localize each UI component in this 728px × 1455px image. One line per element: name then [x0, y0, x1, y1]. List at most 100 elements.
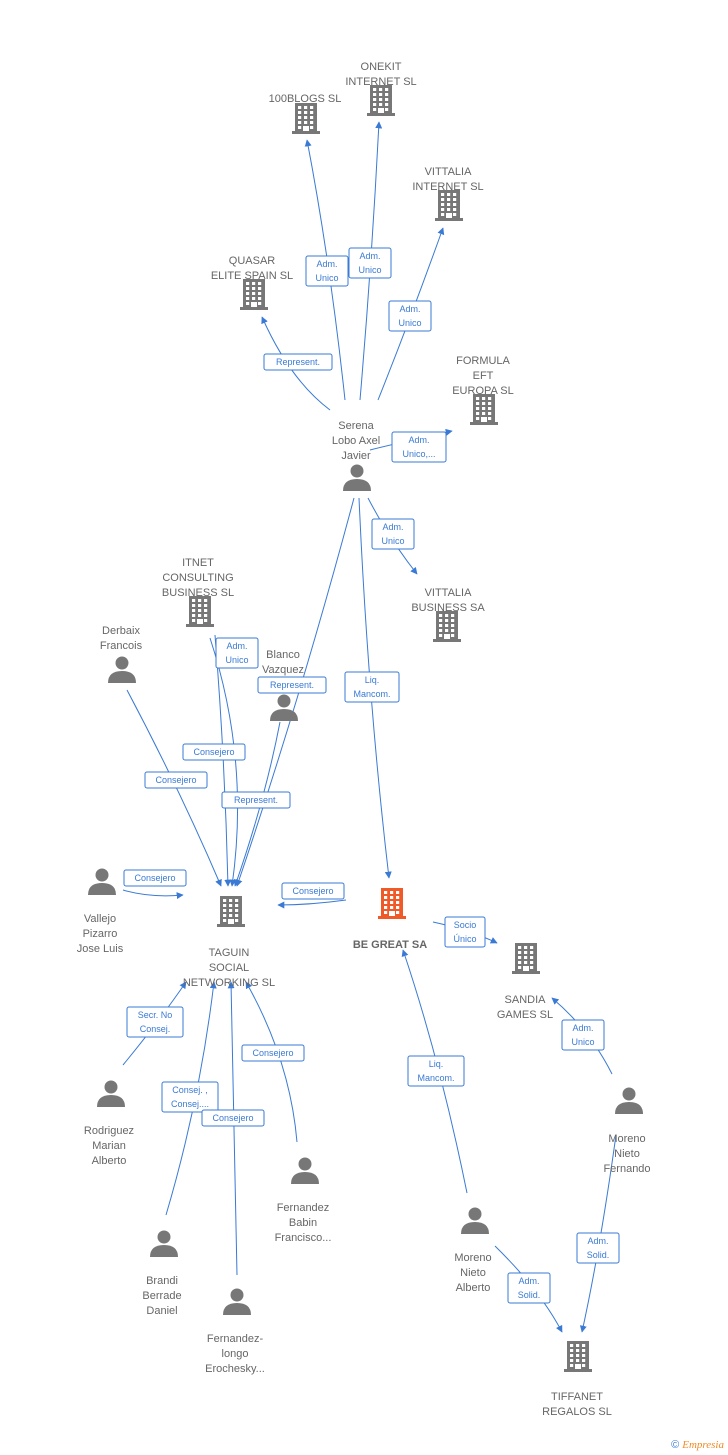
node-label: 100BLOGS SL [269, 93, 342, 105]
node-label: TIFFANET [551, 1391, 603, 1403]
building-icon [186, 596, 214, 627]
person-icon [343, 464, 371, 491]
relation-label[interactable]: Represent. [257, 676, 327, 694]
footer: © Empresia [671, 1439, 724, 1451]
node-label: SOCIAL [209, 962, 249, 974]
relation-label[interactable]: Consejero [281, 882, 345, 900]
relation-label[interactable]: Adm. Unico [561, 1019, 605, 1051]
relation-text: Adm. [359, 251, 380, 261]
node-label: ONEKIT [361, 61, 402, 73]
node-label: Alberto [456, 1282, 491, 1294]
relation-text: Secr. No [138, 1010, 173, 1020]
relation-label[interactable]: Adm.Unico [215, 637, 259, 669]
relation-text: Adm. [399, 304, 420, 314]
relation-label[interactable]: Consejero [144, 771, 208, 789]
relation-text: Consejero [193, 747, 234, 757]
relation-label[interactable]: Liq.Mancom. [344, 671, 400, 703]
relation-label[interactable]: Represent. [221, 791, 291, 809]
node-label: EFT [473, 370, 494, 382]
node-label: Derbaix [102, 625, 140, 637]
person-icon [97, 1080, 125, 1107]
node-begreat[interactable]: BE GREAT SA [353, 888, 427, 951]
relation-label[interactable]: Adm. Unico [371, 518, 415, 550]
relation-label[interactable]: Adm.Unico,... [391, 431, 447, 463]
node-label: Marian [92, 1140, 126, 1152]
relation-label[interactable]: Adm. Solid. [576, 1232, 620, 1264]
node-label: Nieto [460, 1267, 486, 1279]
relation-text: Consej. , [172, 1085, 208, 1095]
relation-text: Unico [571, 1037, 594, 1047]
relation-text: Solid. [518, 1290, 541, 1300]
node-fernandez_l[interactable]: Fernandez-longoErochesky... [205, 1288, 265, 1376]
node-label: Rodriguez [84, 1125, 134, 1137]
relation-label[interactable]: Liq.Mancom. [407, 1055, 465, 1087]
building-icon [378, 888, 406, 919]
relation-label[interactable]: Adm.Unico [305, 255, 349, 287]
relation-label[interactable]: Consejero [241, 1044, 305, 1062]
relation-label[interactable]: Consej. ,Consej.... [161, 1081, 219, 1113]
person-icon [291, 1157, 319, 1184]
relation-text: Liq. [429, 1059, 444, 1069]
node-label: Alberto [92, 1155, 127, 1167]
relation-text: Represent. [276, 357, 320, 367]
node-label: Berrade [142, 1290, 181, 1302]
relation-label[interactable]: Represent. [263, 353, 333, 371]
node-label: BUSINESS SL [162, 587, 234, 599]
relation-text: Unico [225, 655, 248, 665]
node-label: ITNET [182, 557, 214, 569]
relation-label[interactable]: Consejero [182, 743, 246, 761]
node-label: Moreno [608, 1133, 645, 1145]
node-label: EUROPA SL [452, 385, 514, 397]
node-label: longo [222, 1348, 249, 1360]
relation-text: Unico [381, 536, 404, 546]
relation-text: Solid. [587, 1250, 610, 1260]
person-icon [150, 1230, 178, 1257]
relation-text: Adm. [572, 1023, 593, 1033]
building-icon [217, 896, 245, 927]
node-label: BE GREAT SA [353, 939, 427, 951]
node-label: Francisco... [275, 1232, 332, 1244]
brand-logo[interactable]: Empresia [682, 1439, 724, 1451]
building-icon [292, 103, 320, 134]
node-fernandez_b[interactable]: FernandezBabinFrancisco... [275, 1157, 332, 1245]
node-label: Vallejo [84, 913, 116, 925]
node-label: Pizarro [83, 928, 118, 940]
relation-text: Adm. [382, 522, 403, 532]
relation-arrow [277, 899, 347, 909]
relation-text: Consejero [252, 1048, 293, 1058]
building-icon [512, 943, 540, 974]
relation-label[interactable]: Adm.Unico [388, 300, 432, 332]
relation-label[interactable]: Adm.Unico [348, 247, 392, 279]
node-blogs[interactable]: 100BLOGS SL [269, 93, 342, 134]
relation-text: Consejero [155, 775, 196, 785]
relation-label[interactable]: Consejero [201, 1109, 265, 1127]
relation-text: Consejero [292, 886, 333, 896]
relation-label[interactable]: Consejero [123, 869, 187, 887]
person-icon [615, 1087, 643, 1114]
building-icon [240, 279, 268, 310]
person-icon [461, 1207, 489, 1234]
relation-label[interactable]: Adm.Solid. [507, 1272, 551, 1304]
node-label: GAMES SL [497, 1009, 553, 1021]
node-label: TAGUIN [209, 947, 250, 959]
relation-text: Adm. [587, 1236, 608, 1246]
